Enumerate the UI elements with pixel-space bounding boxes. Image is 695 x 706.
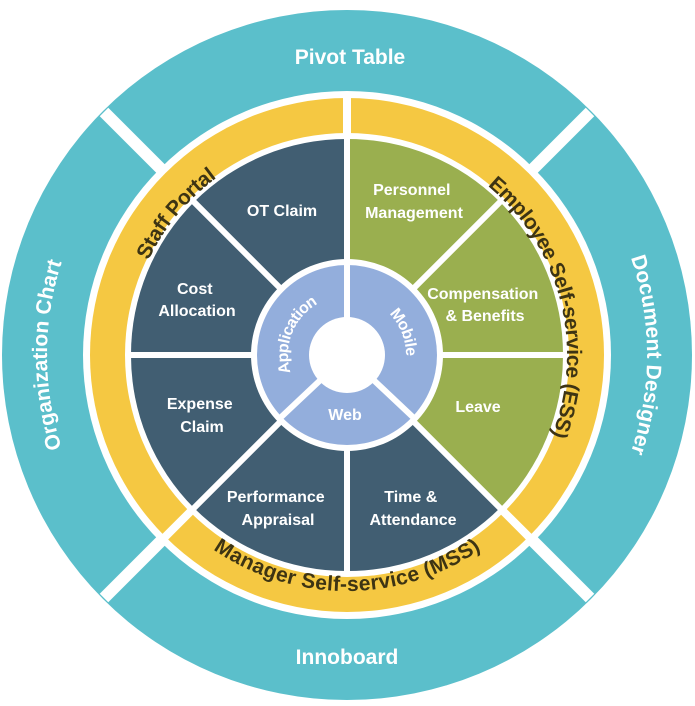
label-ot-claim: OT Claim [247, 203, 317, 220]
label-personnel-management: Personnel Management [365, 182, 463, 222]
outer-label-top: Pivot Table [295, 46, 405, 69]
label-expense-claim: Expense Claim [167, 396, 237, 436]
label-cost-allocation: Cost Allocation [158, 281, 235, 320]
core-center-hole [309, 317, 385, 393]
label-time-attendance: Time & Attendance [369, 489, 456, 529]
outer-label-bottom: Innoboard [296, 646, 399, 669]
core-ring [257, 262, 437, 445]
label-compensation-benefits: Compensation & Benefits [427, 286, 543, 325]
core-label-web: Web [328, 407, 362, 424]
label-performance-appraisal: Performance Appraisal [227, 489, 329, 529]
label-leave: Leave [455, 399, 500, 416]
